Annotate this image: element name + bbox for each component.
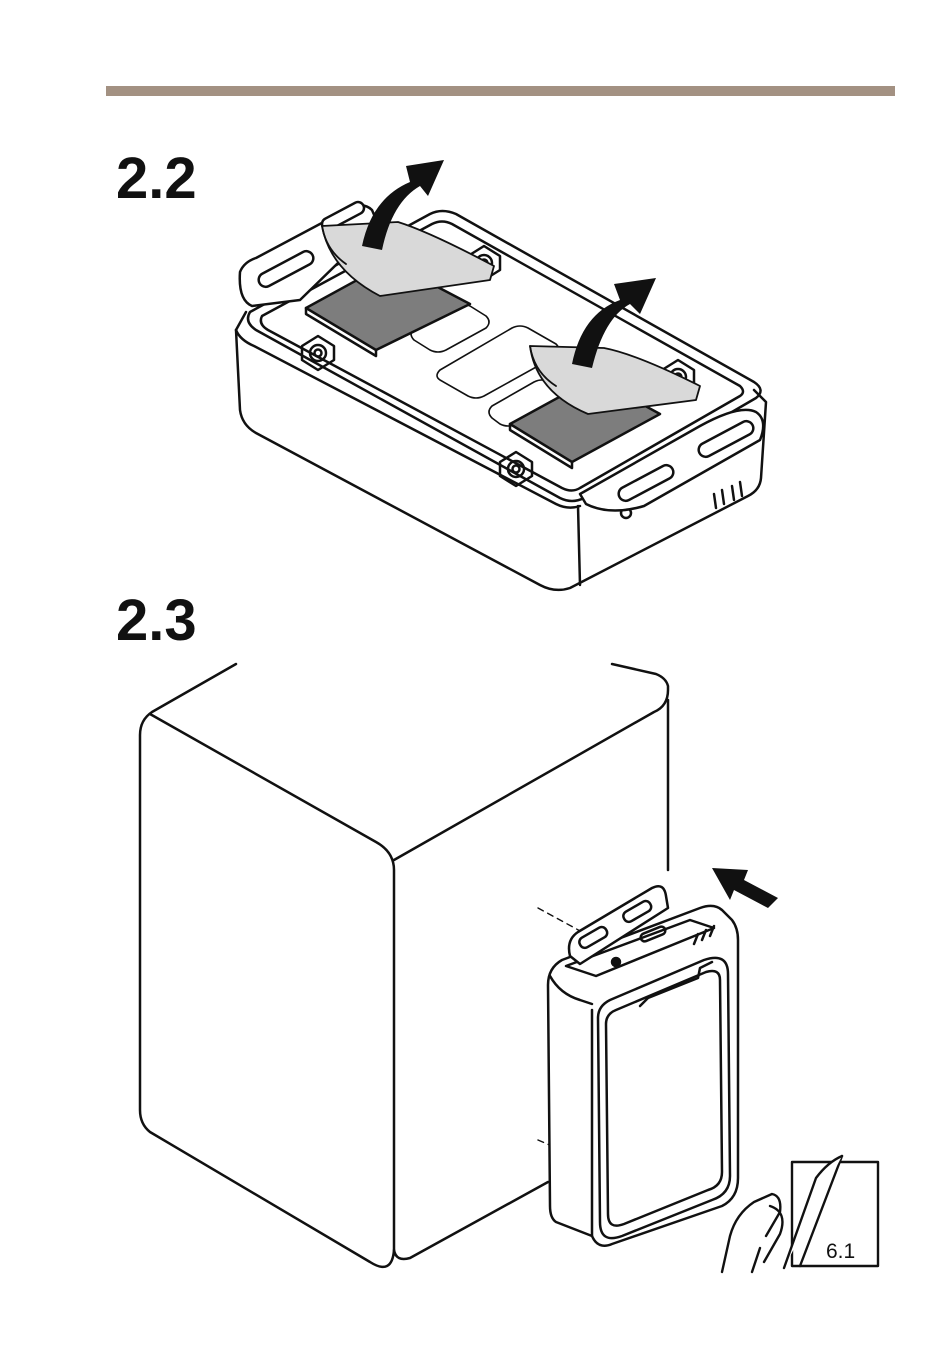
adhesive-tape-left [306, 222, 494, 356]
device-front-illustration [548, 868, 778, 1246]
device-back-illustration [236, 160, 766, 590]
push-arrow-icon [712, 868, 778, 908]
reference-page-number: 6.1 [826, 1240, 855, 1263]
